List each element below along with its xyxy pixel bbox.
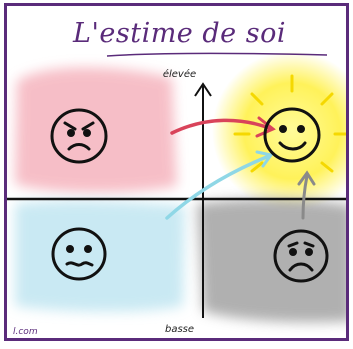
angry-face	[50, 108, 108, 164]
worried-face	[51, 227, 107, 281]
diagram-title: L'estime de soi	[73, 18, 286, 49]
cyan-arrow-head	[255, 150, 274, 168]
cyan-arrow	[165, 154, 271, 220]
axis-label-bottom: basse	[164, 324, 195, 335]
grey-arrow-head	[297, 170, 316, 186]
sad-face	[273, 229, 329, 283]
vertical-axis-arrowhead	[194, 82, 212, 97]
red-arrow-head	[255, 116, 276, 138]
title-underline	[106, 52, 328, 57]
red-arrow	[170, 118, 271, 135]
red-zone	[15, 67, 177, 193]
sun-rays	[233, 74, 346, 173]
happy-face	[263, 107, 321, 163]
diagram-canvas	[7, 51, 346, 323]
yellow-zone	[212, 51, 346, 211]
blue-zone	[15, 200, 185, 312]
source-text: l.com	[13, 327, 38, 337]
diagram-frame: L'estime de soi élevée basse l.com	[4, 3, 349, 341]
axis-label-top: élevée	[162, 69, 197, 80]
grey-arrow	[301, 174, 309, 220]
grey-zone	[197, 198, 346, 323]
